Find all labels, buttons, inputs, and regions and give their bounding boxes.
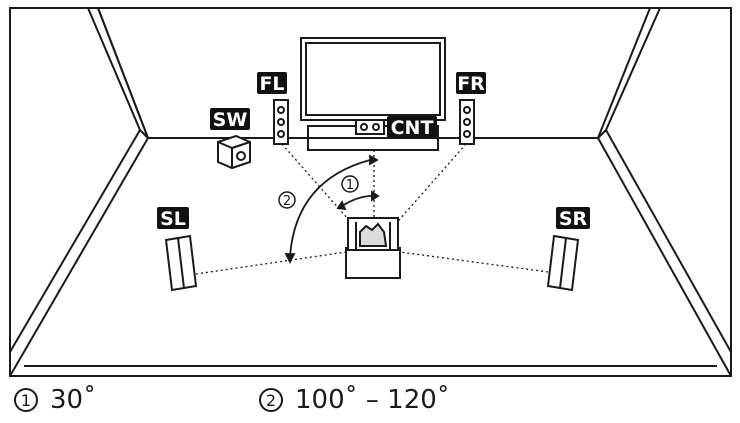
badge-cnt: CNT bbox=[387, 116, 437, 139]
angle-marker-1: 1 bbox=[341, 175, 359, 193]
sr-speaker-icon bbox=[546, 234, 580, 292]
svg-text:FL: FL bbox=[259, 73, 284, 95]
svg-text:SL: SL bbox=[160, 208, 186, 230]
badge-sl: SL bbox=[157, 207, 189, 230]
left-wall-top-link bbox=[139, 129, 149, 139]
svg-text:CNT: CNT bbox=[391, 117, 434, 139]
left-wall-edge bbox=[9, 137, 149, 377]
angle-arc-100-120 bbox=[289, 159, 371, 257]
svg-text:1: 1 bbox=[346, 178, 354, 193]
right-wall-top-link bbox=[597, 129, 607, 139]
svg-text:FR: FR bbox=[457, 73, 485, 95]
left-wall-top-inner bbox=[87, 7, 141, 131]
badge-sw: SW bbox=[210, 108, 250, 131]
fl-speaker-icon bbox=[273, 99, 289, 145]
legend-text-1: 30˚ bbox=[50, 385, 97, 415]
listening-lines bbox=[195, 143, 549, 275]
svg-text:SR: SR bbox=[559, 208, 588, 230]
angle-arcs bbox=[284, 154, 380, 265]
left-wall-top bbox=[97, 7, 149, 139]
legend-item-1: 1 30˚ bbox=[14, 383, 96, 417]
badge-fr: FR bbox=[456, 72, 486, 95]
subwoofer-icon bbox=[217, 134, 251, 170]
svg-text:SW: SW bbox=[213, 109, 248, 131]
right-wall-edge-inner bbox=[605, 129, 732, 353]
fr-speaker-icon bbox=[459, 99, 475, 145]
badge-fl: FL bbox=[257, 72, 287, 95]
right-wall-top-inner bbox=[605, 7, 661, 131]
left-wall-edge-inner bbox=[9, 129, 141, 353]
sl-speaker-icon bbox=[164, 234, 198, 292]
center-speaker-icon bbox=[307, 119, 439, 151]
legend-marker-2: 2 bbox=[259, 388, 283, 412]
legend-marker-1: 1 bbox=[14, 388, 38, 412]
angle-marker-2: 2 bbox=[278, 191, 296, 209]
badge-sr: SR bbox=[556, 207, 590, 230]
svg-text:2: 2 bbox=[283, 194, 291, 209]
legend-item-2: 2 100˚ – 120˚ bbox=[259, 383, 450, 417]
angle-arc-30 bbox=[341, 195, 373, 207]
listener-chair-icon bbox=[345, 217, 401, 279]
tv-icon bbox=[300, 37, 446, 127]
right-wall-edge bbox=[597, 137, 732, 377]
legend-text-2: 100˚ – 120˚ bbox=[295, 385, 450, 415]
